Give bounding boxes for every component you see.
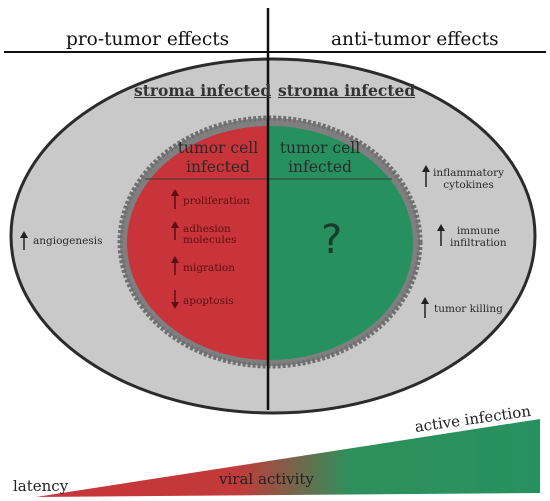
tumor-cell-infected-right-label: tumor cell infected: [270, 139, 370, 177]
arrow-up-icon: [171, 256, 179, 275]
anti-tumor-header: anti-tumor effects: [331, 29, 499, 50]
pro-tumor-header: pro-tumor effects: [66, 29, 230, 50]
arrow-up-icon: [437, 224, 445, 246]
inflammatory-cytokines-label: inflammatory cytokines: [433, 167, 505, 191]
stroma-infected-right-label: stroma infected: [278, 81, 416, 100]
arrow-up-icon: [421, 297, 429, 318]
migration-label: migration: [183, 262, 235, 274]
tumor-killing-label: tumor killing: [434, 303, 503, 315]
cytokines-line: cytokines: [443, 178, 494, 191]
tumor-cell-right-line2: infected: [288, 158, 352, 176]
arrow-up-icon: [20, 231, 28, 250]
immune-infiltration-label: immune infiltration: [450, 225, 507, 249]
stroma-infected-left-label: stroma infected: [134, 81, 272, 100]
immune-line: immune: [456, 225, 500, 237]
tumor-cell-left-line1: tumor cell: [177, 139, 259, 157]
infiltration-line: infiltration: [450, 236, 507, 249]
angiogenesis-label: angiogenesis: [33, 235, 103, 247]
tumor-cell-right-line1: tumor cell: [279, 139, 361, 157]
unknown-effect-question-mark: ?: [321, 217, 343, 263]
adhesion-molecules-label: adhesion molecules: [183, 223, 237, 246]
apoptosis-label: apoptosis: [183, 295, 234, 307]
arrow-down-icon: [171, 290, 179, 309]
viral-activity-label: viral activity: [219, 470, 314, 488]
arrow-up-icon: [171, 189, 179, 209]
arrow-up-icon: [422, 165, 430, 187]
inflammatory-line: inflammatory: [433, 167, 505, 179]
latency-label: latency: [13, 477, 69, 495]
proliferation-label: proliferation: [183, 195, 250, 207]
tumor-red-half: [127, 126, 268, 360]
tumor-cell-left-line2: infected: [186, 158, 250, 176]
viral-activity-wedge: [36, 419, 540, 497]
tumor-green-half: [268, 126, 413, 360]
tumor-cell-infected-left-label: tumor cell infected: [168, 139, 268, 177]
arrow-up-icon: [171, 221, 179, 240]
